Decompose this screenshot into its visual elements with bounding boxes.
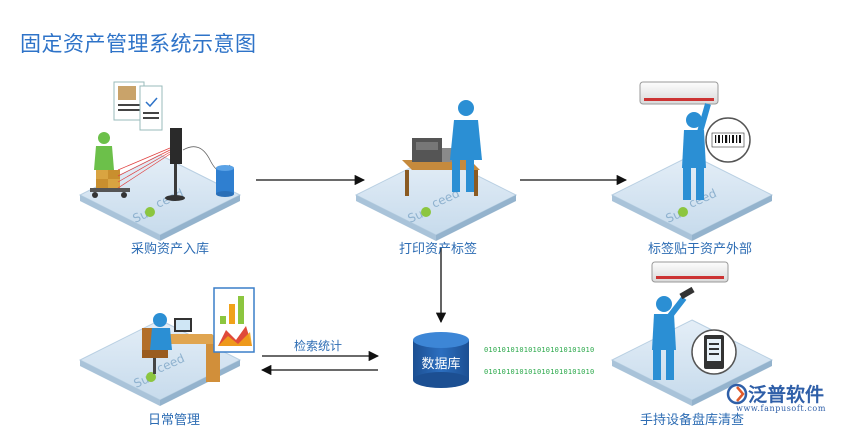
brand-url: www.fanpusoft.com: [736, 404, 827, 413]
worker-icon: [90, 132, 130, 198]
node-label-handheld: 手持设备盘库清查: [639, 413, 744, 428]
asset-documents-icon: [113, 81, 163, 131]
handheld-device-icon: [691, 329, 737, 375]
brand-mark-icon: [726, 383, 748, 404]
page-title: 固定资产管理系统示意图: [20, 32, 257, 56]
database-node: [413, 332, 469, 388]
platform-attach: Su ceed: [610, 81, 774, 241]
edge-label-search: 检索统计: [294, 339, 343, 353]
statistics-chart-icon: [213, 287, 255, 353]
binary-stream-1: 0101010101010101010101010: [484, 346, 595, 354]
platform-daily: Su ceed: [78, 287, 255, 406]
worker-attaching-icon: [682, 103, 711, 200]
barcode-label-icon: [705, 117, 751, 163]
operator-icon: [450, 100, 482, 192]
node-label-purchase: 采购资产入库: [130, 242, 209, 257]
desk-icon: [402, 160, 480, 196]
clerk-icon: [150, 313, 172, 350]
computer-monitor-icon: [174, 318, 192, 332]
database-label: 数据库: [421, 356, 460, 372]
handheld-scanner-worker-icon: [652, 286, 695, 380]
office-desk-icon: [156, 334, 222, 382]
node-label-print: 打印资产标签: [398, 242, 477, 257]
brand-logo: 泛普软件: [726, 380, 824, 407]
node-label-attach: 标签贴于资产外部: [647, 242, 752, 257]
air-conditioner-icon: [651, 261, 729, 283]
platform-print: Su ceed: [354, 100, 518, 241]
platform-handheld: [610, 261, 774, 406]
scan-beam-icon: [117, 147, 171, 189]
node-label-daily: 日常管理: [147, 413, 200, 428]
label-printer-icon: [412, 138, 458, 162]
air-conditioner-icon: [639, 81, 719, 105]
binary-stream-2: 0101010101010101010101010: [484, 368, 595, 376]
svg-text:Su: Su: [406, 207, 426, 226]
platform-purchase: Su ceed: [78, 81, 242, 241]
server-icon: [216, 165, 234, 197]
brand-name: 泛普软件: [748, 384, 825, 406]
